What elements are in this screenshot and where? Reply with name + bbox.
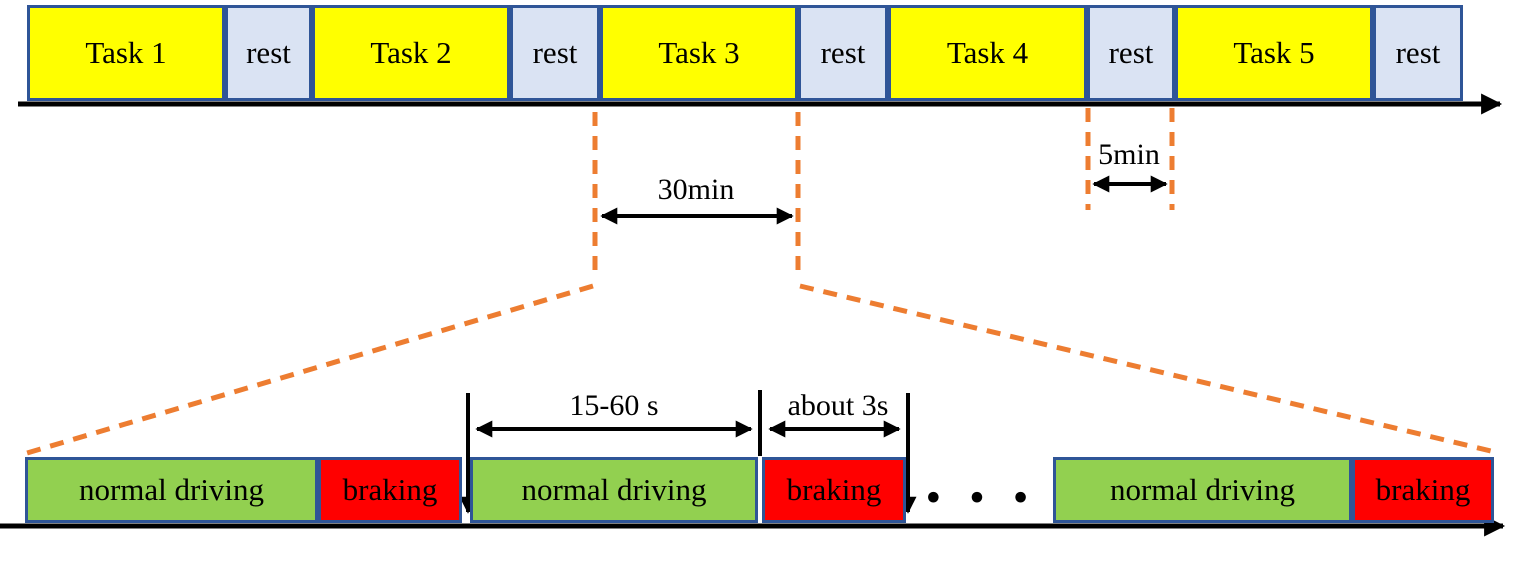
rest-label: rest — [246, 35, 291, 70]
rest-block-2: rest — [510, 5, 600, 101]
braking-duration-label: about 3s — [787, 389, 889, 422]
rest-label: rest — [532, 35, 578, 70]
normal-driving-label: normal driving — [78, 472, 265, 507]
task-block-5: Task 5 — [1175, 5, 1373, 101]
rest-label: rest — [1395, 35, 1441, 70]
rest-label: rest — [1108, 35, 1154, 70]
task-block-3: Task 3 — [600, 5, 798, 101]
dashed-zoom-slant-left — [26, 283, 594, 456]
rest-block-1: rest — [225, 5, 312, 101]
task-label: Task 1 — [85, 35, 167, 70]
braking-block-2: braking — [762, 457, 906, 523]
normal-driving-block-2: normal driving — [470, 457, 758, 523]
normal-driving-block-3: normal driving — [1053, 457, 1352, 523]
task-label: Task 2 — [370, 35, 452, 70]
rest-block-3: rest — [798, 5, 888, 101]
braking-block-3: braking — [1352, 457, 1494, 523]
task-block-4: Task 4 — [888, 5, 1087, 101]
braking-block-1: braking — [318, 457, 462, 523]
ellipsis-dots: • • • — [923, 481, 1033, 517]
braking-label: braking — [1375, 472, 1471, 507]
normal-driving-duration-label: 15-60 s — [569, 389, 659, 422]
rest-block-4: rest — [1087, 5, 1175, 101]
task-label: Task 4 — [946, 35, 1029, 70]
task-block-1: Task 1 — [27, 5, 225, 101]
rest-label: rest — [820, 35, 866, 70]
rest-block-5: rest — [1373, 5, 1463, 101]
dashed-zoom-slant-right — [799, 283, 1492, 454]
task-label: Task 5 — [1233, 35, 1315, 70]
rest-duration-label: 5min — [1098, 138, 1160, 171]
braking-label: braking — [342, 472, 438, 507]
braking-label: braking — [786, 472, 882, 507]
normal-driving-label: normal driving — [521, 472, 707, 507]
normal-driving-label: normal driving — [1109, 472, 1296, 507]
normal-driving-block-1: normal driving — [25, 457, 318, 523]
task-duration-label: 30min — [657, 173, 735, 206]
task-block-2: Task 2 — [312, 5, 510, 101]
task-label: Task 3 — [658, 35, 740, 70]
